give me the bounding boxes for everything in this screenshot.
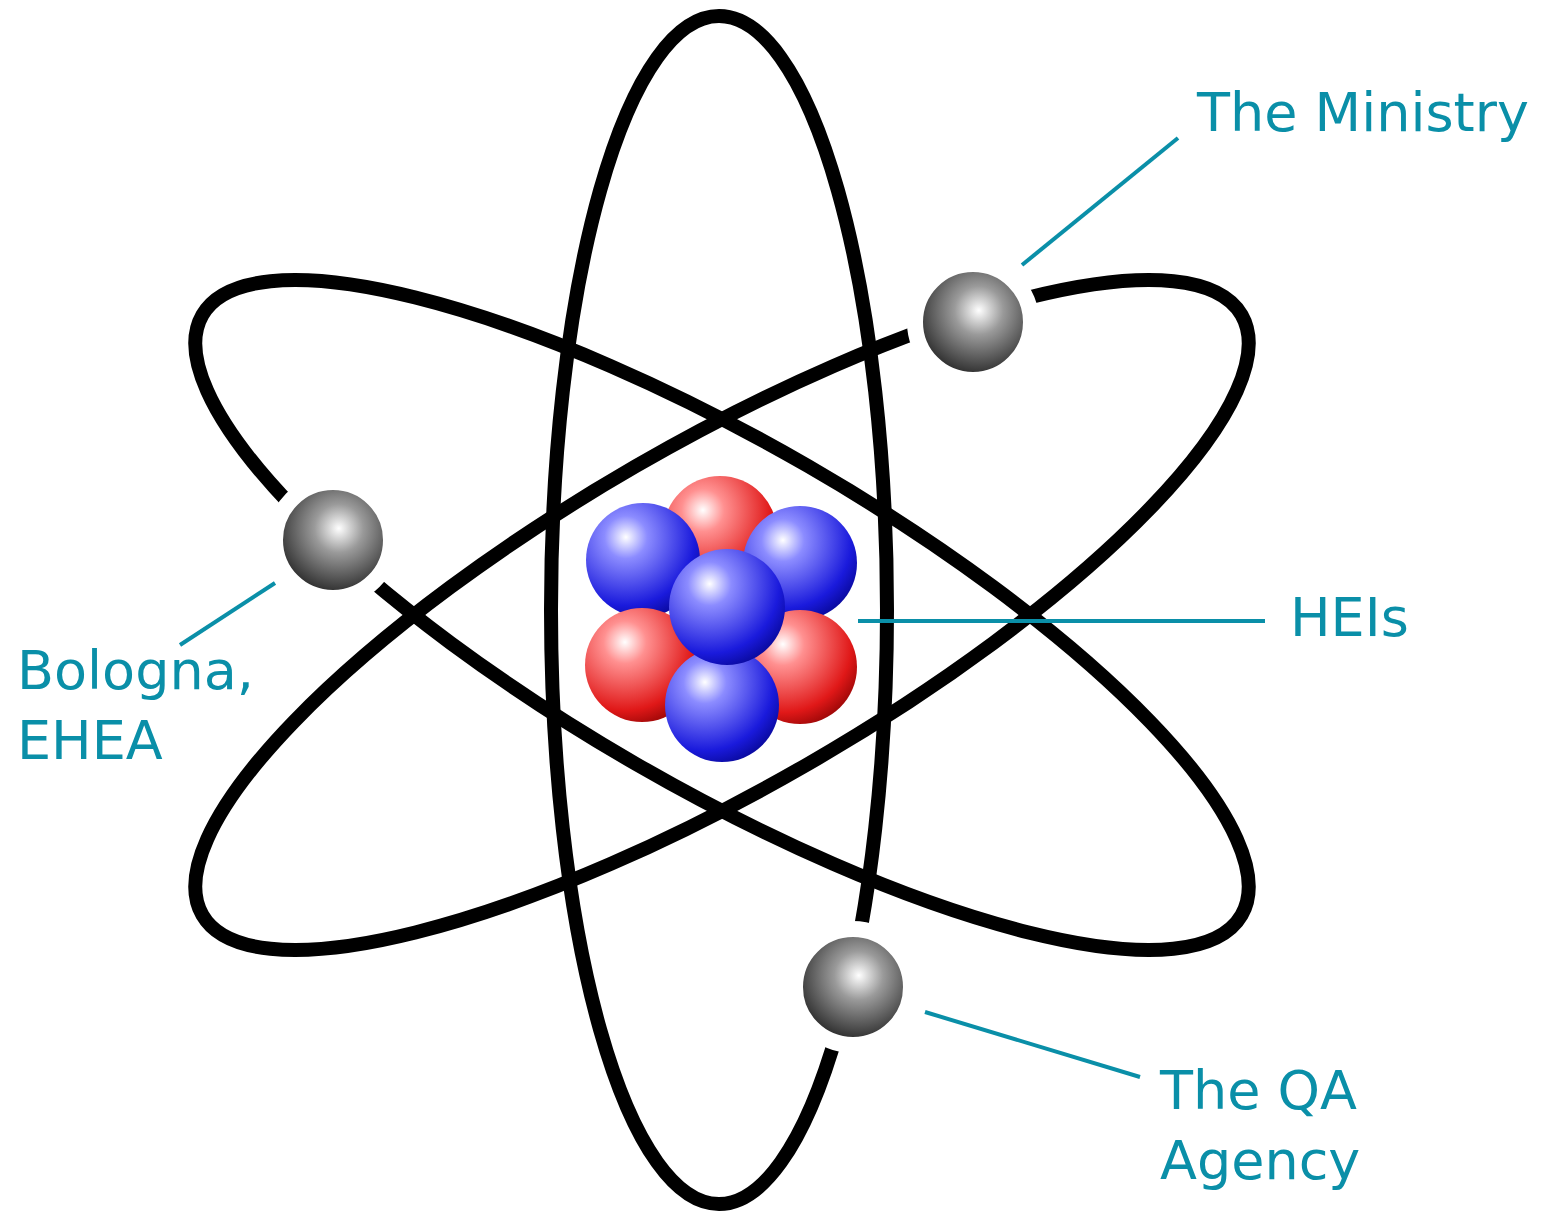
orbit bbox=[116, 166, 1327, 1064]
electrons bbox=[275, 264, 1031, 1045]
orbits bbox=[116, 16, 1327, 1204]
callout-label: The QA Agency bbox=[1160, 1056, 1420, 1196]
callout-label: Bologna, EHEA bbox=[17, 636, 267, 776]
leader-lines bbox=[180, 138, 1265, 1077]
callout-label: The Ministry bbox=[1197, 78, 1547, 148]
orbit bbox=[116, 166, 1327, 1064]
nucleus bbox=[585, 476, 857, 762]
callout-label: HEIs bbox=[1290, 583, 1530, 653]
